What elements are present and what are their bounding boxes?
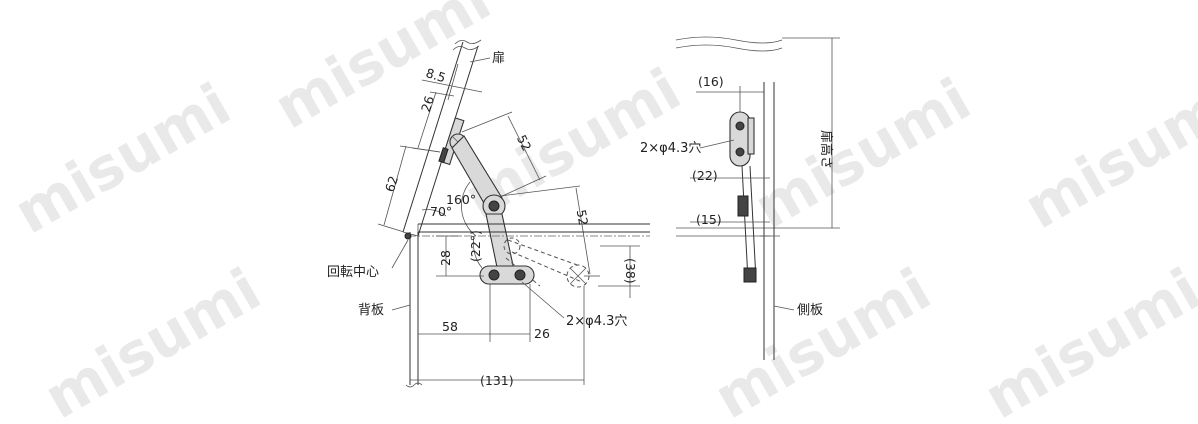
back-panel bbox=[405, 232, 423, 388]
angle-22: (22°) bbox=[468, 230, 483, 262]
holes-label-left: 2×φ4.3穴 bbox=[566, 314, 627, 329]
dim-26-top: 26 bbox=[418, 94, 437, 114]
dim-52-upper: 52 bbox=[514, 132, 535, 153]
door-label: 扉 bbox=[492, 50, 505, 66]
watermark-text: misumi bbox=[703, 255, 942, 420]
angle-70: 70° bbox=[430, 204, 452, 219]
dim-26-bottom: 26 bbox=[534, 326, 550, 341]
side-panel-label: 側板 bbox=[797, 303, 823, 318]
watermark-text: misumi bbox=[3, 70, 242, 247]
front-view: 扉高さ 側板 (16) 2×φ4.3穴 (22) (15) bbox=[640, 36, 840, 360]
door-height-label: 扉高さ bbox=[818, 130, 834, 169]
dim-15: (15) bbox=[696, 212, 722, 227]
watermark-text: misumi bbox=[33, 255, 272, 420]
door-mount-screw bbox=[438, 147, 449, 164]
dim-52-lower: 52 bbox=[574, 208, 592, 226]
back-panel-label: 背板 bbox=[358, 303, 384, 318]
watermark-text: misumi bbox=[743, 65, 982, 242]
lower-arm bbox=[485, 213, 515, 273]
watermark-text: misumi bbox=[973, 255, 1198, 420]
side-panel bbox=[760, 82, 780, 360]
dim-28: 28 bbox=[438, 250, 453, 266]
watermark-text: misumi bbox=[1013, 65, 1198, 242]
dim-16: (16) bbox=[698, 74, 724, 89]
dim-58: 58 bbox=[442, 319, 458, 334]
holes-label-right: 2×φ4.3穴 bbox=[640, 141, 701, 156]
dim-62: 62 bbox=[382, 174, 401, 194]
watermark-text: misumi bbox=[263, 0, 502, 142]
watermark-layer: misumi misumi misumi misumi misumi misum… bbox=[3, 0, 1198, 424]
base-hole-left bbox=[488, 269, 500, 281]
angle-160: 160° bbox=[446, 192, 476, 207]
front-door-mount bbox=[729, 111, 751, 167]
base-hole-right bbox=[514, 269, 526, 281]
dim-131: (131) bbox=[480, 373, 514, 388]
left-side-view: 扉 8.5 26 62 52 160° bbox=[327, 39, 650, 388]
dim-22: (22) bbox=[692, 168, 718, 183]
dim-38: (38) bbox=[623, 258, 638, 284]
base-plate bbox=[479, 265, 535, 285]
rotation-center-label: 回転中心 bbox=[327, 265, 379, 280]
front-base bbox=[743, 267, 757, 283]
front-arm-bracket bbox=[737, 195, 749, 217]
dim-8-5: 8.5 bbox=[424, 65, 447, 85]
